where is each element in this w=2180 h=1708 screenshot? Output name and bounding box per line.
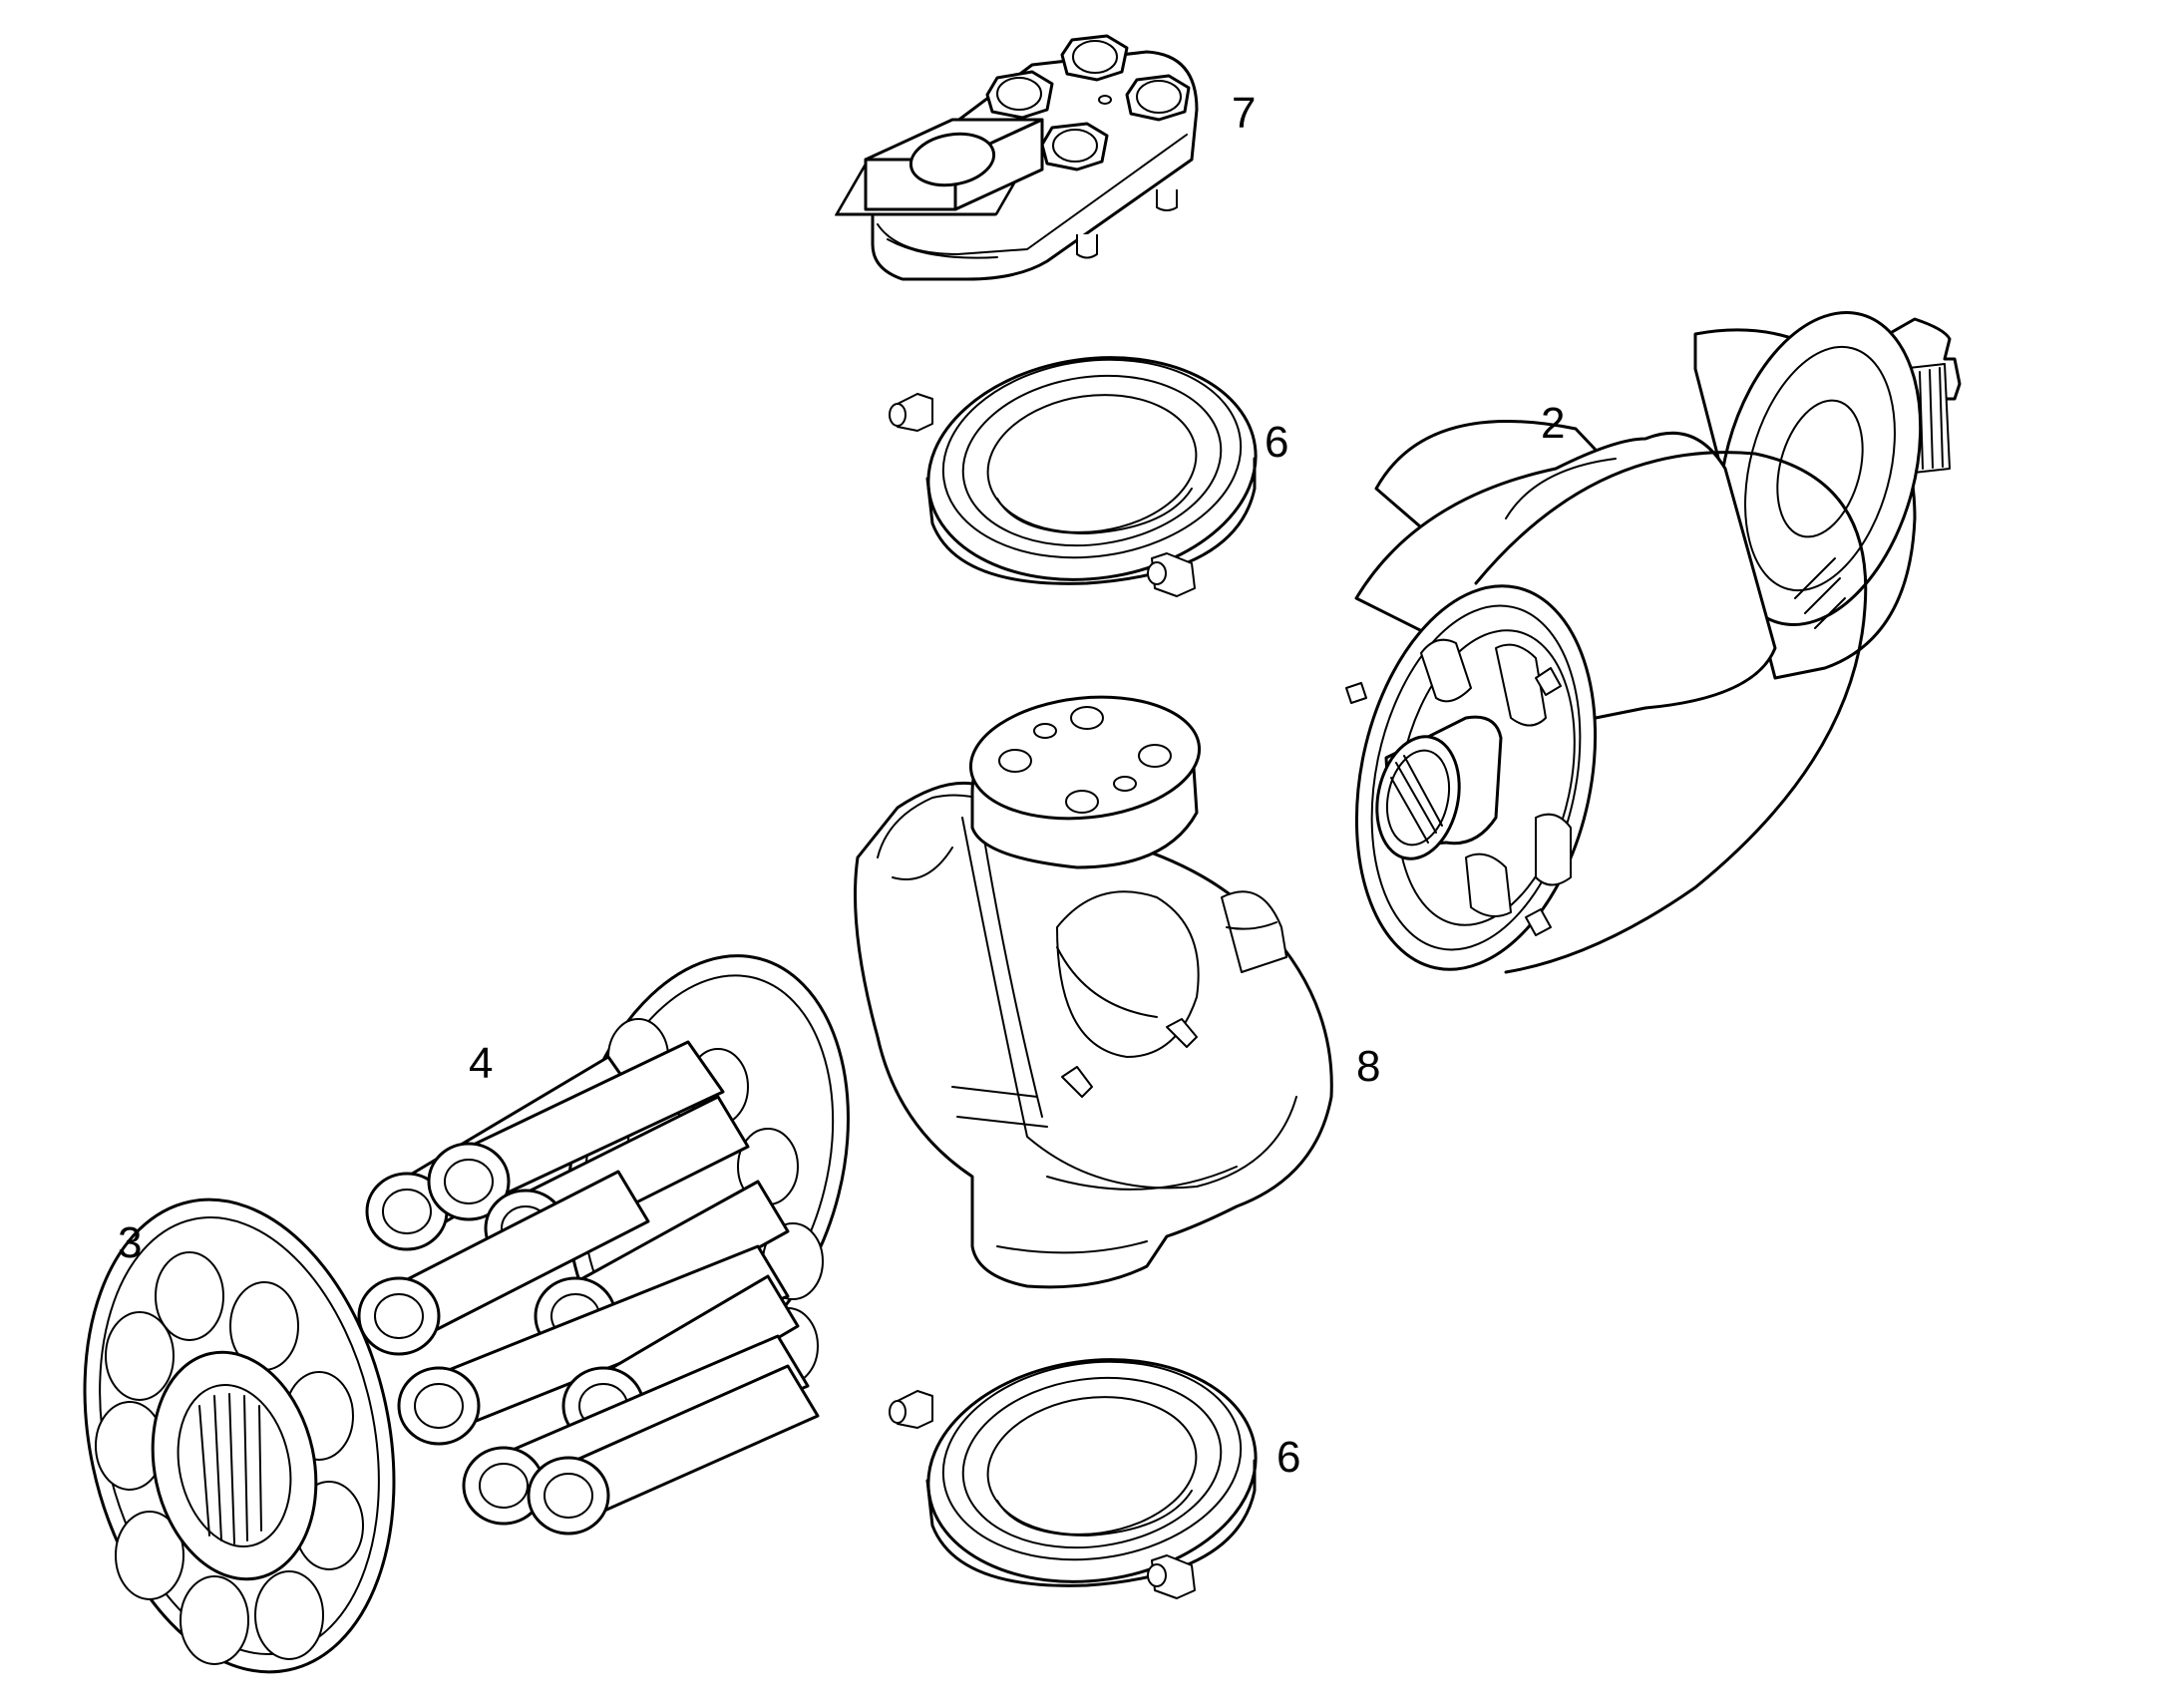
part-2-housing-shaft <box>1345 311 1962 974</box>
part-6-top-bearing <box>889 356 1258 597</box>
label-part-6-bottom: 6 <box>1276 1433 1301 1482</box>
label-part-4: 4 <box>469 1039 494 1088</box>
part-6-bottom-bearing <box>889 1358 1258 1599</box>
pistons <box>357 1040 820 1536</box>
part-3-plate <box>83 1197 396 1674</box>
label-part-3: 3 <box>118 1218 143 1267</box>
bolt-heads <box>985 34 1191 171</box>
label-part-8: 8 <box>1356 1042 1381 1091</box>
label-part-2: 2 <box>1541 399 1566 448</box>
part-4-pistons <box>357 954 850 1536</box>
part-8-yoke <box>854 695 1333 1289</box>
label-part-7: 7 <box>1232 89 1257 138</box>
label-part-6-top: 6 <box>1265 418 1289 467</box>
part-7-valve-block <box>835 34 1199 281</box>
